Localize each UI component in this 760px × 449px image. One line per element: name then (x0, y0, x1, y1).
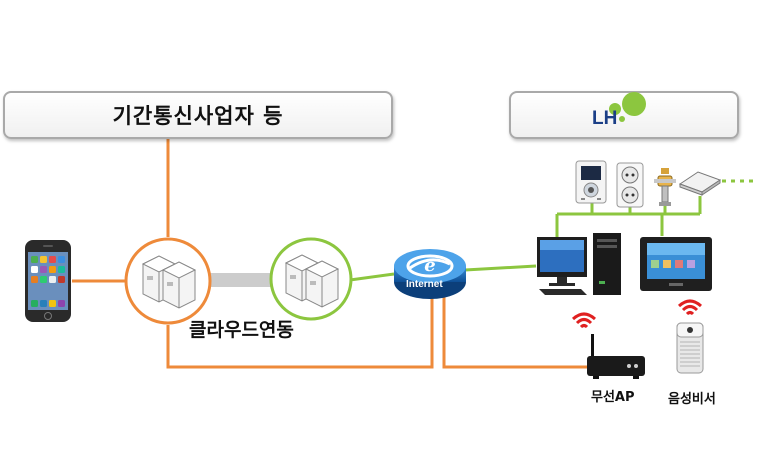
link-server-internet (349, 272, 395, 282)
link-internet-router (442, 290, 590, 369)
sensor-icon (678, 171, 722, 196)
wireless-router-icon (587, 334, 645, 379)
router-label: 무선AP (591, 390, 635, 405)
smartphone-icon (25, 240, 71, 322)
lh-logo-text: LH (592, 108, 618, 129)
wifi-signal-icon (571, 312, 597, 329)
wifi-signal-icon (677, 299, 703, 316)
provider-label: 기간통신사업자 등 (112, 104, 284, 128)
lh-logo (609, 92, 646, 122)
gas-valve-icon (654, 168, 676, 206)
power-outlet-icon (616, 162, 644, 208)
wallpad-monitor-icon (640, 237, 712, 291)
voice-assistant-label: 음성비서 (668, 392, 716, 407)
desktop-computer-icon (537, 233, 621, 295)
internet-globe-icon: e (394, 249, 466, 299)
provider-box: 기간통신사업자 등 (3, 91, 393, 139)
smart-speaker-icon (676, 322, 704, 374)
server-icon (124, 237, 212, 325)
link-server-router (166, 290, 434, 369)
server-icon (269, 237, 353, 321)
internet-label: Internet (406, 279, 443, 290)
cloud-link-bar (206, 273, 272, 287)
thermostat-controller-icon (575, 160, 607, 204)
svg-text:e: e (424, 255, 435, 276)
cloud-label: 클라우드연동 (189, 319, 294, 341)
link-internet-desktop (464, 264, 537, 272)
